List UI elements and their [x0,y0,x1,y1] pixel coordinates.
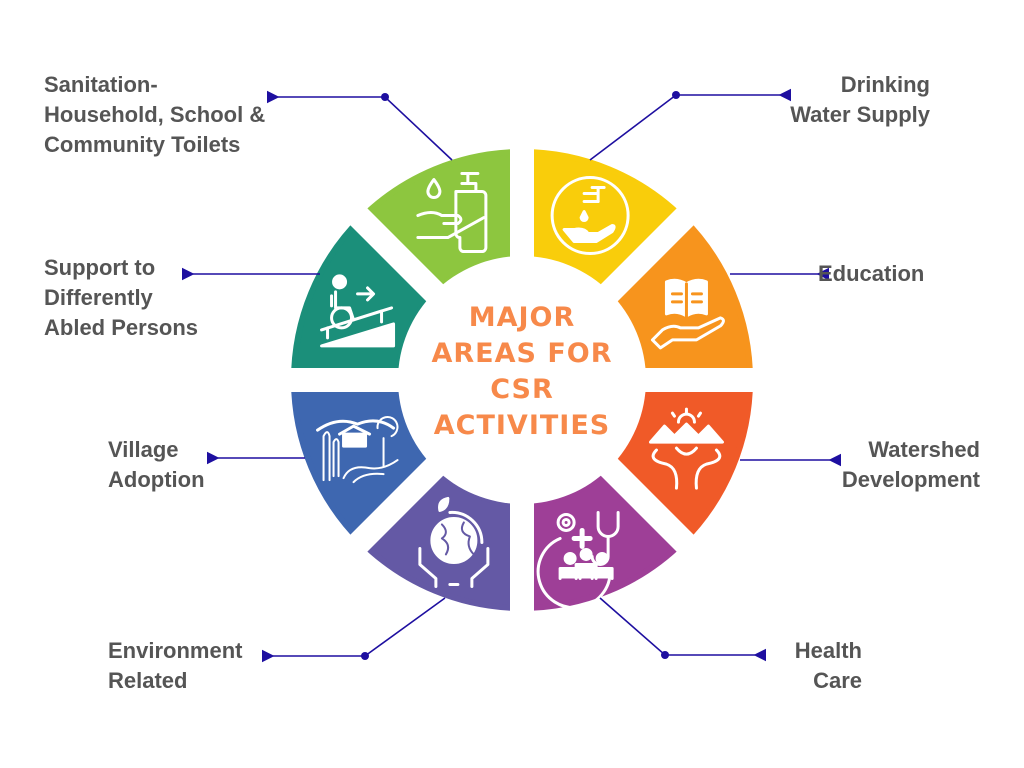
label-line: Village [108,437,179,462]
label-line: Support to [44,255,156,280]
label-line: Health [794,638,862,663]
wheelchair-ramp-icon [320,274,396,348]
village-landscape-icon [316,416,399,484]
connector-dot [672,91,680,99]
label-health: Health Care [795,636,862,696]
label-line: Community Toilets [44,132,241,157]
connector-drinking-water [589,88,792,161]
soap-hand-icon [416,172,488,254]
label-drinking-water: Drinking Water Supply [790,70,930,130]
connector-dot [381,93,389,101]
label-environment: Environment Related [108,636,242,696]
connector-environment [261,597,446,663]
label-disabled: Support to Differently Abled Persons [44,253,198,343]
label-line: Water Supply [790,102,930,127]
connector-dot [661,651,669,659]
title-line: MAJOR [468,302,576,333]
label-line: Development [841,467,980,492]
globe-hands-icon [418,496,490,588]
label-line: Education [818,261,925,286]
label-line: Environment [108,638,243,663]
book-hand-icon [650,278,725,350]
label-village: Village Adoption [108,435,205,495]
title-line: ACTIVITIES [433,410,611,441]
label-line: Watershed [868,437,980,462]
label-education: Education [818,259,924,289]
title-line: AREAS FOR [431,338,613,369]
label-line: Related [108,668,188,693]
health-care-icon [536,510,620,610]
label-line: Adoption [108,467,205,492]
center-circle [398,256,646,504]
center-title: MAJOR AREAS FOR CSR ACTIVITIES [402,300,642,444]
connector-sanitation [266,90,453,161]
connector-dot [361,652,369,660]
title-line: CSR [490,374,554,405]
label-line: Differently [44,285,153,310]
label-line: Sanitation- [44,72,158,97]
label-sanitation: Sanitation- Household, School & Communit… [44,70,265,160]
connector-health [599,597,767,662]
label-line: Abled Persons [44,315,199,340]
label-line: Drinking [840,72,930,97]
watershed-icon [648,407,724,490]
tap-hand-icon [550,176,630,256]
label-watershed: Watershed Development [842,435,980,495]
label-line: Household, School & [44,102,266,127]
label-line: Care [813,668,862,693]
